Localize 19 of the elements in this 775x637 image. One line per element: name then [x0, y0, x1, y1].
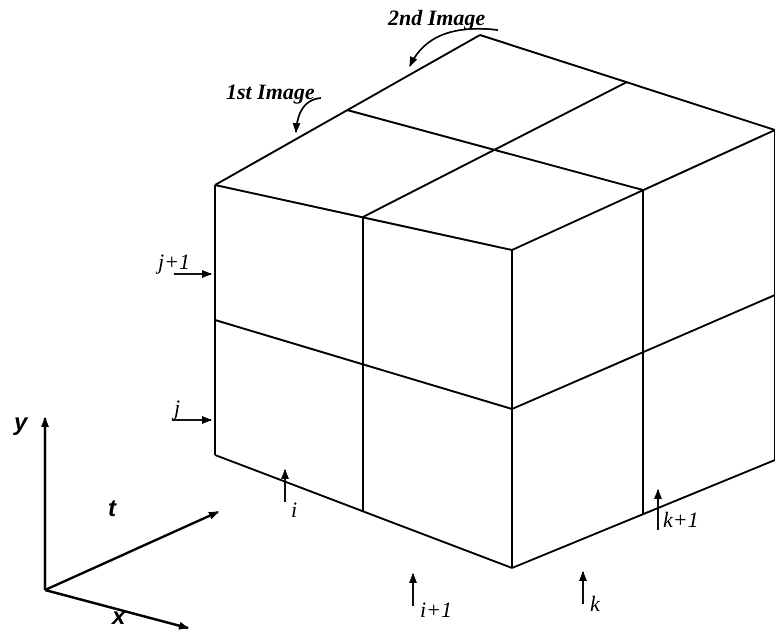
pointer-arrow: [174, 270, 212, 278]
axis-label: y: [14, 410, 28, 436]
pointer-arrow: [579, 571, 587, 604]
index-label: j+1: [158, 250, 190, 274]
index-label: k: [590, 592, 600, 616]
leader-arrow: [409, 28, 498, 67]
image-label: 2nd Image: [388, 6, 486, 30]
leader-arrow: [292, 97, 322, 133]
pointer-arrow: [172, 416, 212, 424]
pointer-arrow: [654, 489, 662, 530]
index-label: k+1: [663, 508, 699, 532]
index-label: j: [174, 396, 180, 420]
index-label: i+1: [420, 598, 452, 622]
index-label: i: [291, 498, 298, 522]
image-label: 1st Image: [226, 80, 315, 104]
pointer-arrow: [281, 469, 289, 502]
pointer-arrow: [409, 573, 417, 606]
axis-label: t: [108, 496, 116, 522]
axis-label: x: [112, 604, 126, 630]
